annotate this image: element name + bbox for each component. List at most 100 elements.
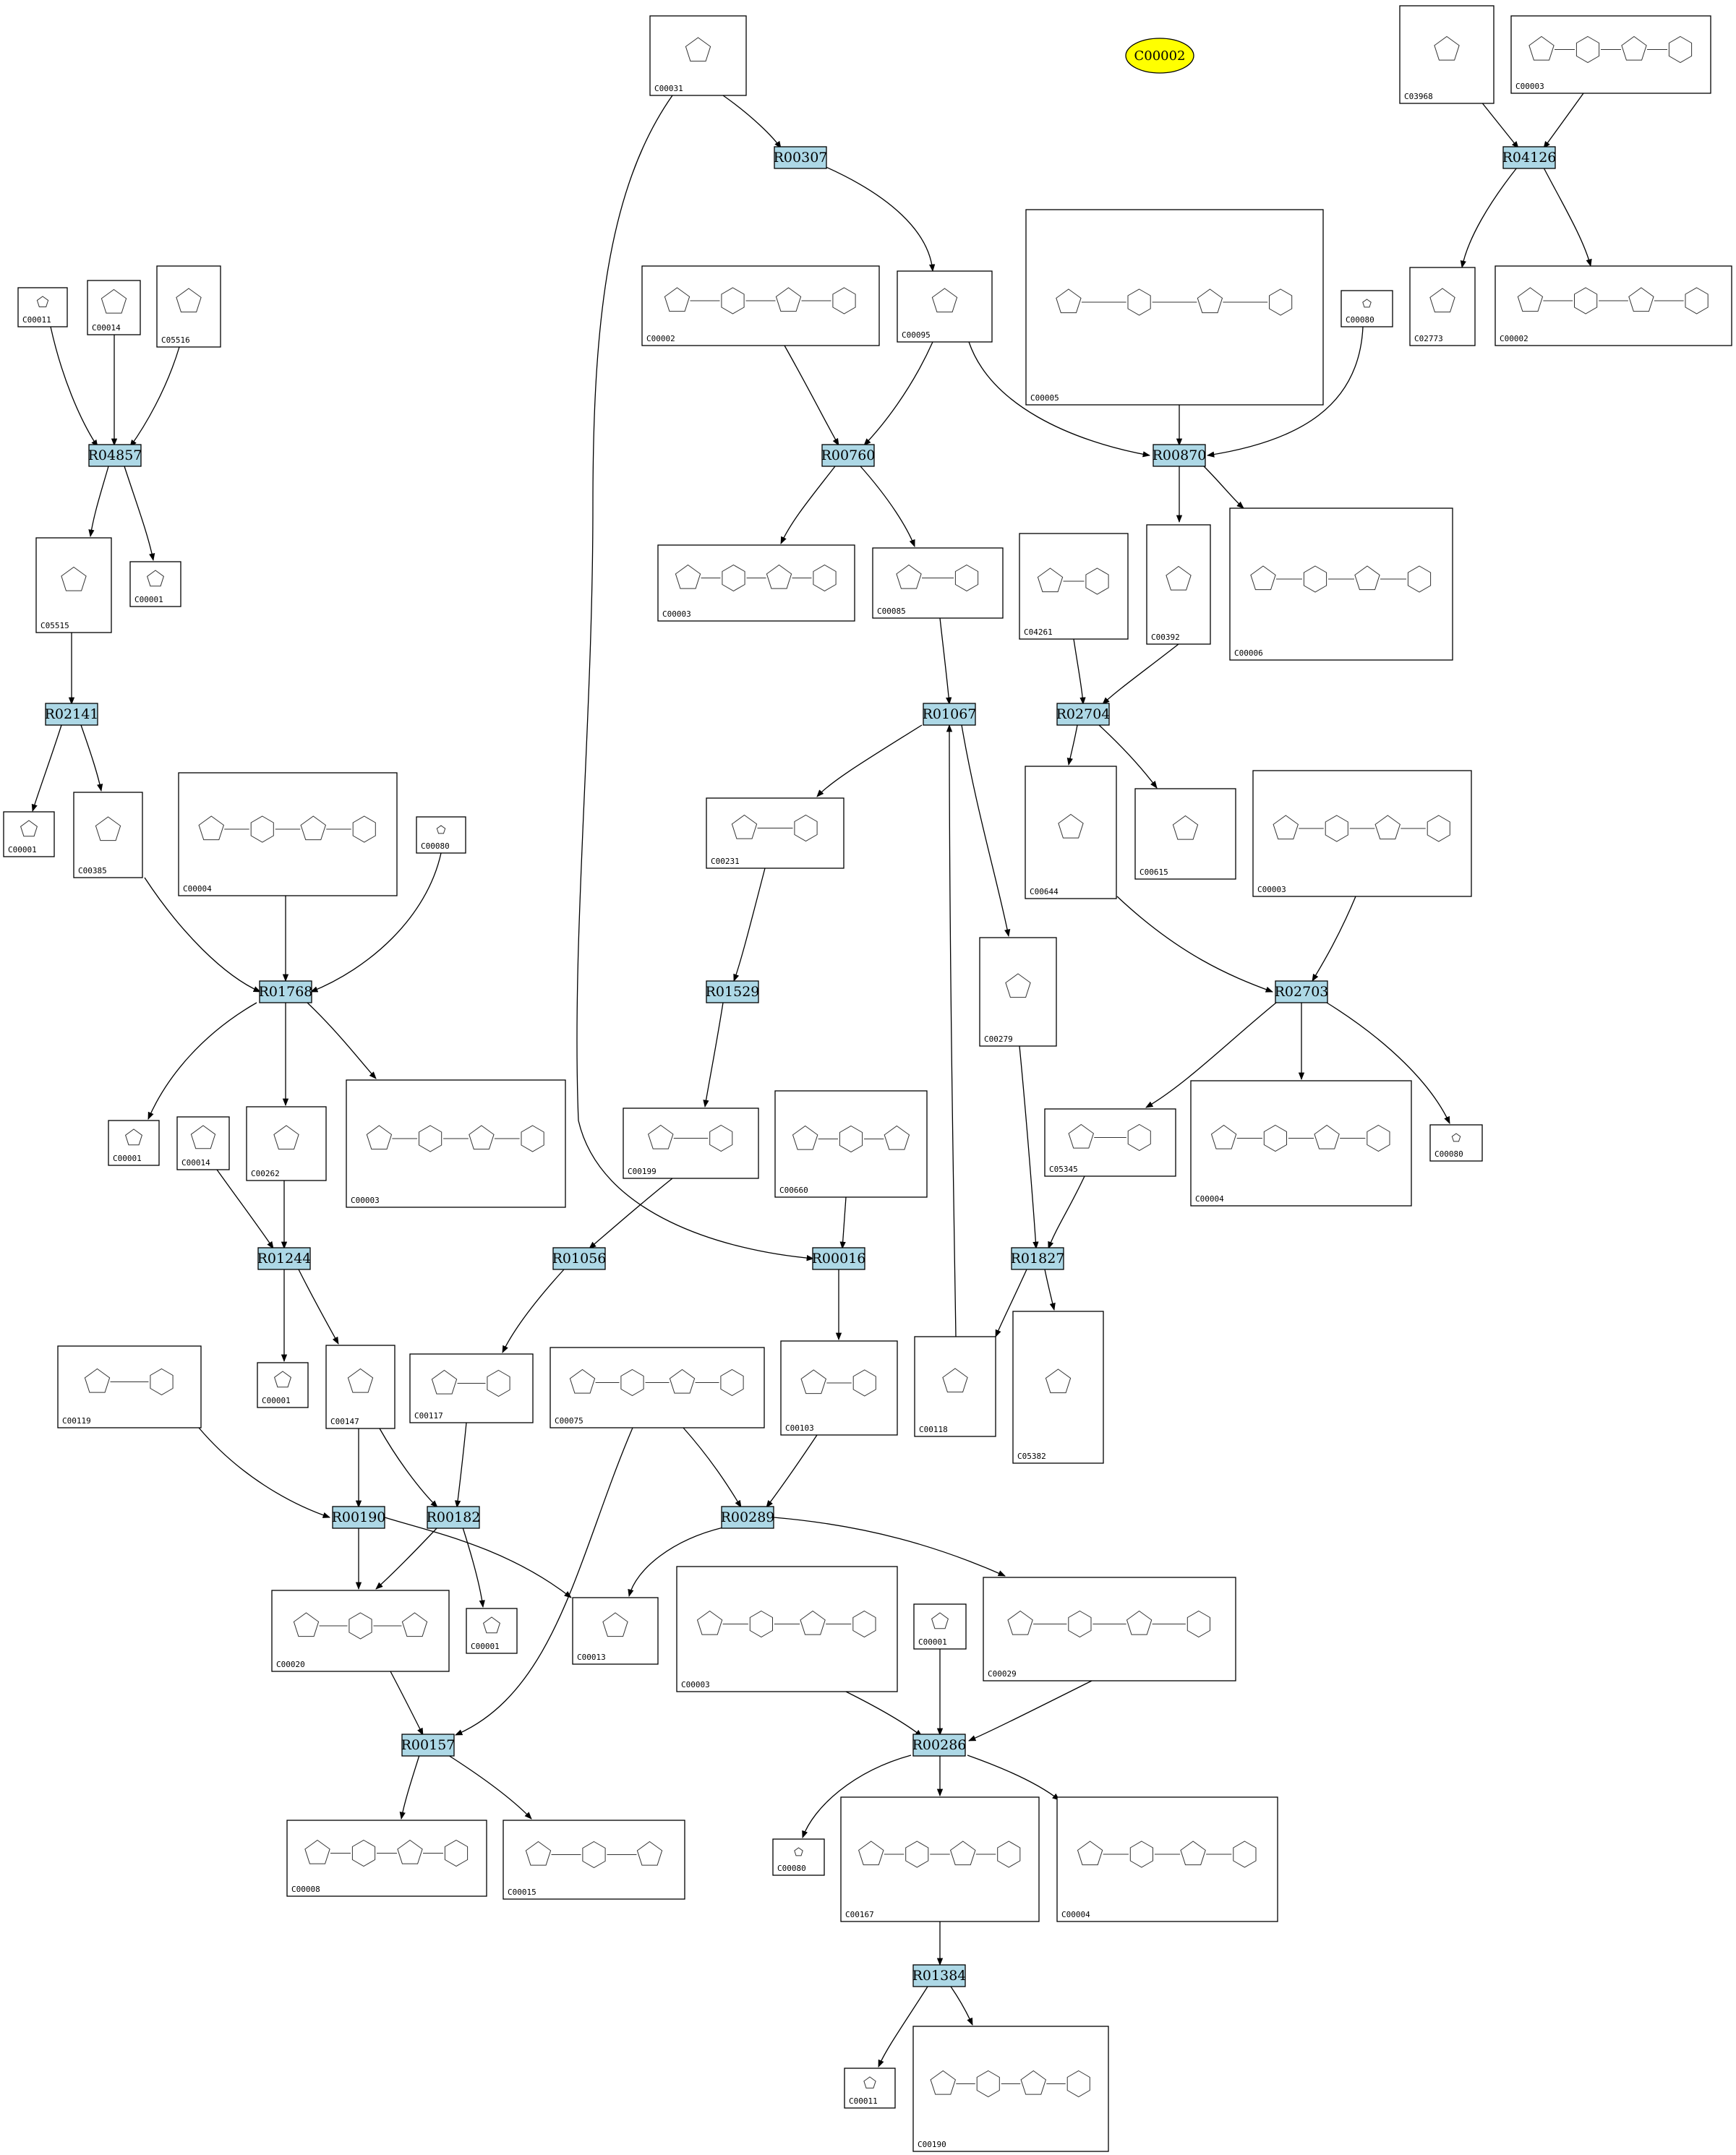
edge: [454, 1422, 467, 1509]
reaction-box: [332, 1506, 385, 1529]
compound-label: C00118: [919, 1425, 948, 1434]
reaction-node-r00289[interactable]: R00289: [721, 1506, 775, 1529]
compound-node-c00080[interactable]: C00080: [1429, 1124, 1483, 1162]
compound-label: C00011: [849, 2096, 878, 2106]
compound-node-c00011[interactable]: C00011: [844, 2068, 896, 2109]
compound-node-c00001[interactable]: C00001: [257, 1362, 309, 1408]
reaction-node-r01529[interactable]: R01529: [706, 980, 760, 1003]
compound-node-c00014[interactable]: C00014: [176, 1116, 230, 1170]
compound-node-c00279[interactable]: C00279: [979, 937, 1057, 1047]
compound-node-c00615[interactable]: C00615: [1134, 788, 1236, 880]
compound-node-c00004[interactable]: C00004: [178, 772, 398, 896]
compound-node-c00031[interactable]: C00031: [649, 15, 747, 96]
reaction-node-r01056[interactable]: R01056: [552, 1247, 607, 1270]
compound-node-c00660[interactable]: C00660: [774, 1090, 928, 1198]
compound-node-c00262[interactable]: C00262: [246, 1106, 327, 1181]
compound-node-c00003[interactable]: C00003: [346, 1079, 566, 1208]
compound-node-c00015[interactable]: C00015: [503, 1820, 685, 1900]
compound-node-c00003[interactable]: C00003: [1510, 15, 1711, 94]
compound-label: C00011: [22, 315, 51, 325]
compound-node-c00167[interactable]: C00167: [840, 1796, 1040, 1922]
compound-node-c00008[interactable]: C00008: [286, 1820, 487, 1897]
reaction-node-r00182[interactable]: R00182: [427, 1506, 481, 1529]
reaction-node-r00157[interactable]: R00157: [401, 1734, 456, 1757]
compound-node-c00095[interactable]: C00095: [897, 270, 993, 343]
compound-node-c00117[interactable]: C00117: [409, 1353, 534, 1423]
compound-label: C00392: [1151, 633, 1180, 642]
compound-node-c05345[interactable]: C05345: [1044, 1108, 1176, 1177]
compound-box: [156, 265, 221, 348]
compound-node-c02773[interactable]: C02773: [1409, 267, 1476, 346]
reaction-node-r01768[interactable]: R01768: [259, 980, 313, 1003]
compound-node-c00103[interactable]: C00103: [780, 1340, 898, 1436]
reaction-node-r01244[interactable]: R01244: [257, 1247, 312, 1270]
compound-node-c00003[interactable]: C00003: [1252, 770, 1472, 897]
compound-node-c00002[interactable]: C00002: [641, 265, 880, 346]
reaction-node-r00760[interactable]: R00760: [821, 444, 876, 467]
reaction-node-r01384[interactable]: R01384: [912, 1964, 967, 1987]
compound-label: C02773: [1414, 334, 1443, 343]
compound-node-c00006[interactable]: C00006: [1229, 507, 1453, 661]
compound-node-c00029[interactable]: C00029: [983, 1577, 1236, 1681]
reaction-node-r01827[interactable]: R01827: [1011, 1247, 1065, 1270]
compound-node-c00080[interactable]: C00080: [772, 1838, 825, 1876]
reaction-node-r02141[interactable]: R02141: [45, 703, 99, 726]
compound-box: [641, 265, 880, 346]
compound-node-c00001[interactable]: C00001: [108, 1120, 160, 1166]
compound-node-c00118[interactable]: C00118: [914, 1336, 996, 1437]
compound-node-c00199[interactable]: C00199: [623, 1108, 759, 1179]
compound-box: [913, 1603, 967, 1650]
compound-node-c04261[interactable]: C04261: [1019, 533, 1129, 640]
reaction-node-r04126[interactable]: R04126: [1502, 146, 1557, 169]
glucose-phosphate-structure-icon: [792, 1125, 910, 1153]
compound-node-c00013[interactable]: C00013: [572, 1597, 659, 1665]
compound-node-c00005[interactable]: C00005: [1025, 209, 1324, 406]
reaction-label: R00870: [1153, 447, 1207, 463]
compound-node-c00001[interactable]: C00001: [913, 1603, 967, 1650]
reaction-node-r00307[interactable]: R00307: [774, 146, 828, 169]
compound-box: [983, 1577, 1236, 1681]
compound-node-c00004[interactable]: C00004: [1190, 1080, 1412, 1207]
compound-node-c00014[interactable]: C00014: [87, 280, 141, 335]
highlight-node[interactable]: C00002: [1125, 38, 1194, 74]
nad-structure-icon: [696, 1610, 876, 1638]
compound-node-c05516[interactable]: C05516: [156, 265, 221, 348]
reaction-node-r00870[interactable]: R00870: [1153, 444, 1207, 467]
compound-node-c00085[interactable]: C00085: [872, 547, 1004, 619]
compound-node-c00003[interactable]: C00003: [676, 1566, 898, 1692]
reaction-node-r00190[interactable]: R00190: [332, 1506, 386, 1529]
compound-node-c05515[interactable]: C05515: [35, 537, 112, 633]
reaction-node-r00286[interactable]: R00286: [912, 1734, 967, 1757]
reaction-node-r04857[interactable]: R04857: [88, 444, 142, 467]
compound-node-c00190[interactable]: C00190: [912, 2026, 1109, 2152]
edge: [967, 1755, 1060, 1801]
compound-node-c00080[interactable]: C00080: [416, 816, 466, 854]
compound-node-c00075[interactable]: C00075: [550, 1347, 765, 1428]
reaction-node-r02703[interactable]: R02703: [1275, 980, 1329, 1003]
compound-node-c00020[interactable]: C00020: [271, 1590, 450, 1672]
compound-node-c00001[interactable]: C00001: [3, 811, 55, 857]
compound-node-c00385[interactable]: C00385: [73, 792, 143, 878]
compound-node-c00644[interactable]: C00644: [1025, 766, 1117, 899]
compound-node-c00231[interactable]: C00231: [706, 797, 845, 869]
edge: [950, 1986, 973, 2026]
compound-node-c00080[interactable]: C00080: [1341, 290, 1393, 327]
compound-node-c00001[interactable]: C00001: [466, 1608, 518, 1654]
compound-node-c00119[interactable]: C00119: [57, 1345, 202, 1428]
compound-node-c05382[interactable]: C05382: [1012, 1311, 1104, 1464]
compound-node-c00004[interactable]: C00004: [1056, 1796, 1278, 1922]
compound-node-c00147[interactable]: C00147: [325, 1345, 395, 1429]
compound-node-c00002[interactable]: C00002: [1495, 265, 1732, 346]
compound-node-c00003[interactable]: C00003: [657, 544, 855, 622]
compound-node-c00001[interactable]: C00001: [129, 561, 181, 607]
compound-node-c03968[interactable]: C03968: [1399, 5, 1495, 104]
compound-label: C00008: [291, 1885, 320, 1894]
reaction-node-r01067[interactable]: R01067: [923, 703, 977, 726]
compound-node-c00392[interactable]: C00392: [1146, 524, 1211, 645]
reaction-node-r00016[interactable]: R00016: [812, 1247, 866, 1270]
compound-label: C00002: [1500, 334, 1528, 343]
reaction-node-r02704[interactable]: R02704: [1056, 703, 1111, 726]
imidazole-structure-icon: [61, 566, 87, 591]
compound-node-c00011[interactable]: C00011: [17, 287, 68, 327]
compound-box: [1044, 1108, 1176, 1177]
